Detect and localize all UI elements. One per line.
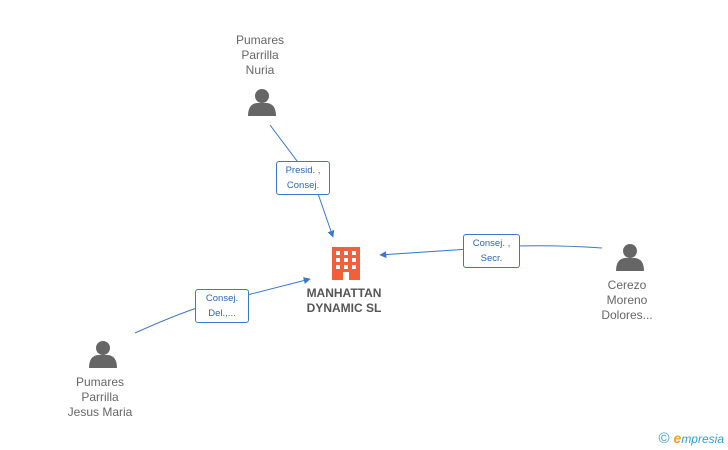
relation-label-line: Del.,...	[208, 308, 236, 319]
relation-label-presid-consej[interactable]: Presid. , Consej.	[276, 161, 330, 195]
person-name-dolores[interactable]: Cerezo Moreno Dolores...	[567, 278, 687, 323]
person-name-line: Nuria	[245, 63, 275, 77]
person-name-jesus-maria[interactable]: Pumares Parrilla Jesus Maria	[40, 375, 160, 420]
person-name-line: Jesus Maria	[67, 405, 133, 419]
relation-label-line: Consej.	[205, 293, 239, 304]
person-icon	[89, 341, 117, 368]
company-name-line-1: MANHATTAN	[306, 286, 382, 300]
brand-e: e	[673, 430, 682, 446]
relation-label-line: Consej.	[286, 180, 320, 191]
company-name-line-2: DYNAMIC SL	[306, 301, 382, 315]
copyright-icon: ©	[658, 429, 670, 447]
brand-name-rest: mpresia	[681, 432, 724, 446]
relation-label-line: Presid. ,	[285, 165, 321, 176]
relation-label-line: Consej. ,	[472, 238, 511, 249]
brand-name: empresia	[674, 430, 724, 446]
relation-label-consej-secr[interactable]: Consej. , Secr.	[463, 234, 520, 268]
person-name-line: Cerezo	[607, 278, 647, 292]
person-icon	[616, 244, 644, 271]
person-name-nuria[interactable]: Pumares Parrilla Nuria	[200, 33, 320, 78]
brand-logo: © empresia	[658, 430, 724, 446]
person-name-line: Pumares	[75, 375, 125, 389]
person-name-line: Parrilla	[81, 390, 119, 404]
relation-label-consej-del[interactable]: Consej. Del.,...	[195, 289, 249, 323]
person-name-line: Parrilla	[241, 48, 279, 62]
person-name-line: Moreno	[606, 293, 648, 307]
relation-label-line: Secr.	[480, 253, 503, 264]
person-name-line: Pumares	[235, 33, 285, 47]
company-name[interactable]: MANHATTAN DYNAMIC SL	[284, 286, 404, 316]
person-icon	[248, 89, 276, 116]
building-icon	[332, 247, 360, 280]
person-name-line: Dolores...	[601, 308, 653, 322]
